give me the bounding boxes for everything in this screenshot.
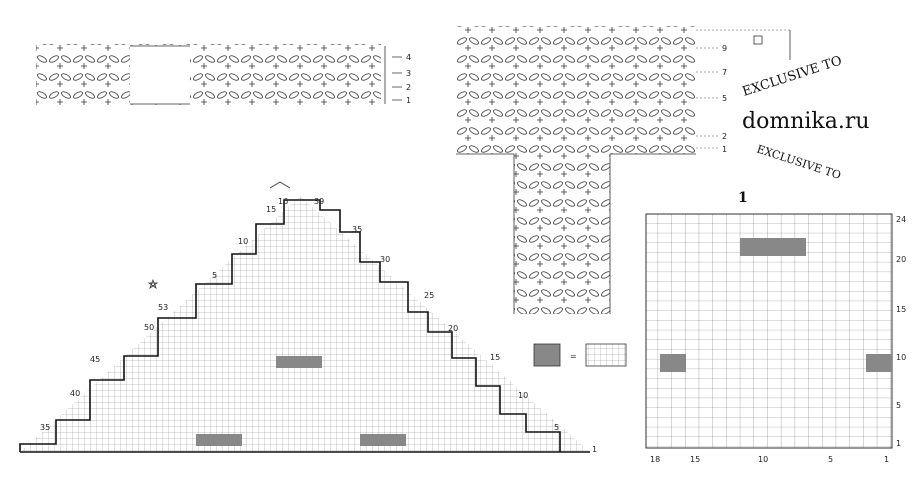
top-right-crochet-diagram: 9 7 5 2 1 <box>456 26 791 314</box>
fan-icon <box>269 181 291 189</box>
row-label: 5 <box>896 401 901 410</box>
column-label: 5 <box>828 455 833 464</box>
row-label: 35 <box>352 225 362 234</box>
row-label: 53 <box>158 303 168 312</box>
row-label: 20 <box>896 255 906 264</box>
chart-bottom-labels: 18 15 10 5 1 <box>650 455 889 464</box>
row-label: 7 <box>722 68 727 77</box>
row-label: 2 <box>406 83 411 92</box>
row-label: 1 <box>722 145 727 154</box>
row-label: 9 <box>722 44 727 53</box>
row-label: 2 <box>722 132 727 141</box>
row-label: 24 <box>896 215 906 224</box>
shaded-block <box>740 238 806 256</box>
row-label: 35 <box>40 423 50 432</box>
row-label: 30 <box>380 255 390 264</box>
star-icon <box>147 278 159 290</box>
row-label: 1 <box>592 445 597 454</box>
triangle-knitting-chart: 39 35 30 25 20 15 10 5 1 16 15 10 5 53 5… <box>19 181 597 454</box>
row-label: 15 <box>490 353 500 362</box>
top-left-crochet-diagram: 1 2 3 4 <box>36 44 411 106</box>
row-label: 15 <box>896 305 906 314</box>
row-label: 39 <box>314 197 324 206</box>
column-label: 1 <box>884 455 889 464</box>
row-label: 5 <box>212 271 217 280</box>
triangle-right-labels: 39 35 30 25 20 15 10 5 1 <box>314 197 597 454</box>
chart-right-labels: 24 20 15 10 5 1 <box>896 215 906 448</box>
top-left-row-arrows: 1 2 3 4 <box>392 53 411 105</box>
row-label: 10 <box>896 353 906 362</box>
domnika-watermark-stamp: EXCLUSIVE TO domnika.ru EXCLUSIVE TO <box>741 53 870 181</box>
triangle-left-labels: 16 15 10 5 53 50 45 40 35 <box>40 197 288 432</box>
row-label: 3 <box>406 69 411 78</box>
row-label: 5 <box>722 94 727 103</box>
column-label: 15 <box>690 455 700 464</box>
row-label: 10 <box>238 237 248 246</box>
chart-title: 1 <box>738 190 748 206</box>
stamp-top-text: EXCLUSIVE TO <box>741 53 844 99</box>
column-label: 18 <box>650 455 660 464</box>
row-label: 10 <box>518 391 528 400</box>
shaded-block <box>866 354 892 372</box>
row-label: 4 <box>406 53 411 62</box>
shaded-cell-legend: = <box>533 343 627 367</box>
shaded-block <box>276 356 322 368</box>
row-label: 15 <box>266 205 276 214</box>
shaded-block <box>660 354 686 372</box>
stitch-symbol-square <box>753 35 763 45</box>
chart-1: 1 24 20 15 10 5 1 18 15 10 5 1 <box>645 190 906 464</box>
row-label: 1 <box>406 96 411 105</box>
column-label: 10 <box>758 455 768 464</box>
shaded-block <box>360 434 406 446</box>
row-label: 40 <box>70 389 80 398</box>
row-label: 50 <box>144 323 154 332</box>
legend-equals: = <box>570 352 577 361</box>
row-label: 16 <box>278 197 288 206</box>
row-label: 45 <box>90 355 100 364</box>
shaded-block <box>196 434 242 446</box>
stamp-bottom-text: EXCLUSIVE TO <box>755 142 842 181</box>
row-label: 25 <box>424 291 434 300</box>
row-label: 5 <box>554 423 559 432</box>
stamp-center-text: domnika.ru <box>742 109 870 134</box>
row-label: 20 <box>448 324 458 333</box>
row-label: 1 <box>896 439 901 448</box>
